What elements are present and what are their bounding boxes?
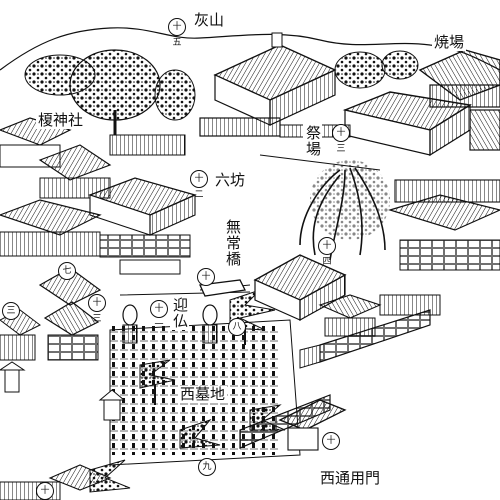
- label-haiyama: 灰山: [192, 11, 227, 29]
- willow-tree: [299, 160, 390, 261]
- hill-outline: [0, 27, 500, 71]
- marker-saiba: 十三: [332, 124, 350, 154]
- marker-haiyama: 十五: [168, 18, 186, 48]
- label-saiba: 祭場: [303, 124, 322, 158]
- tree-cluster-top-left: [24, 49, 196, 135]
- marker-bottom-left: 十: [36, 482, 54, 500]
- building-top-center: [213, 32, 337, 126]
- marker-temple: 十四: [318, 237, 336, 267]
- label-yakiba: 焼場: [432, 33, 467, 51]
- label-roppou: 六坊: [213, 171, 248, 189]
- marker-mukae: 十一: [150, 300, 168, 330]
- label-nishi-bochi: 西墓地: [178, 385, 228, 403]
- buildings-right-mid: [379, 179, 500, 316]
- buildings-left-lower: [0, 267, 102, 361]
- label-mujou-bashi: 無常橋: [223, 218, 242, 268]
- corridor-top: [199, 117, 351, 138]
- marker-roppou: 十二: [190, 170, 208, 200]
- label-enoki-jinja: 榎神社: [36, 111, 86, 129]
- stone-lantern-left: [0, 361, 26, 393]
- gate-west: [278, 399, 347, 451]
- marker-nishi-bochi: 九: [198, 458, 216, 476]
- marker-gate: 十: [322, 432, 340, 450]
- building-right-hall: [342, 91, 500, 157]
- label-mukae-botoke: 迎仏: [170, 296, 189, 330]
- tree-cluster-top-right: [334, 50, 419, 89]
- temple-center: [253, 254, 382, 337]
- buildings-rokubo: [0, 177, 197, 275]
- marker-left-a: 七: [58, 262, 76, 280]
- stone-lantern-bottom: [98, 389, 126, 421]
- buddha-statue-right: [202, 304, 218, 344]
- marker-mujou: 十: [197, 268, 215, 286]
- label-nishi-tsuuyoumon: 西通用門: [318, 469, 383, 487]
- marker-right-buddha: 八: [228, 318, 246, 336]
- buddha-statue-left: [122, 304, 138, 344]
- marker-left-c: 三: [2, 302, 20, 320]
- marker-left-b: 十三: [88, 294, 106, 324]
- buildings-left-upper: [0, 117, 186, 199]
